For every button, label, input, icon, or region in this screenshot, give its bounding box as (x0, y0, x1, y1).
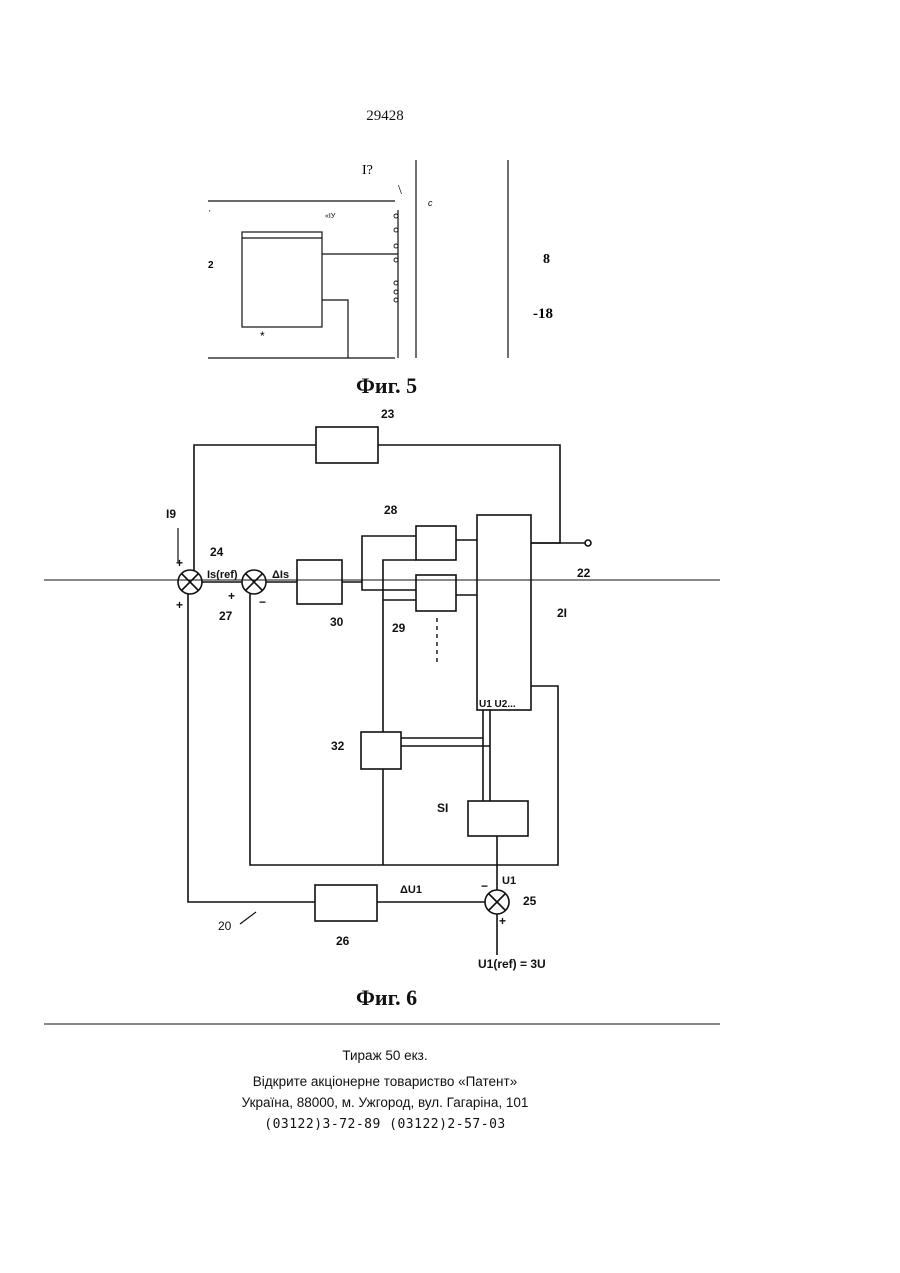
wire-32-to-28 (383, 560, 416, 732)
block-21 (477, 515, 531, 710)
label-31: SI (437, 801, 448, 815)
wire-to-29 (362, 582, 416, 590)
label-delta-u1: ΔU1 (400, 884, 422, 896)
fig5-label-top: I? (362, 163, 373, 178)
block-23 (316, 427, 378, 463)
wire-21-to-23 (378, 445, 560, 543)
label-30: 30 (330, 615, 344, 629)
label-20-pointer (240, 912, 256, 924)
wire-to-28 (362, 536, 416, 582)
fig5-label-dot: ' (209, 209, 211, 218)
label-delta-is: ΔIs (272, 569, 289, 581)
label-21: 2I (557, 606, 567, 620)
sum-junction-25 (485, 890, 509, 914)
fig5-caption: Фиг. 5 (356, 373, 417, 399)
sign-minus-27: − (259, 595, 266, 609)
label-22: 22 (577, 566, 591, 580)
wire-26-to-24 (188, 594, 315, 902)
block-32 (361, 732, 401, 769)
sign-plus-24-bottom: + (176, 598, 183, 612)
footer-circulation: Тираж 50 екз. (0, 1048, 770, 1063)
sign-plus-25: + (499, 914, 506, 928)
label-24: 24 (210, 545, 224, 559)
label-23: 23 (381, 407, 395, 421)
fig5-label-slash: \ (398, 183, 402, 198)
footer-address: Україна, 88000, м. Ужгород, вул. Гагарін… (0, 1095, 770, 1110)
fig6-diagram (44, 427, 720, 955)
label-25: 25 (523, 894, 537, 908)
footer-phones: (03122)3-72-89 (03122)2-57-03 (0, 1117, 770, 1132)
sum-junction-24 (178, 570, 202, 594)
block-30 (297, 560, 342, 604)
block-26 (315, 885, 377, 921)
block-28 (416, 526, 456, 560)
footer-publisher: Відкрите акціонерне товариство «Патент» (0, 1074, 770, 1089)
fig5-label-c: c (428, 198, 433, 208)
terminal-22 (585, 540, 591, 546)
fig5-diagram (208, 160, 508, 358)
label-u1u2: U1 U2... (479, 699, 516, 710)
label-is-ref: Is(ref) (207, 569, 238, 581)
fig5-box (242, 232, 322, 327)
fig5-label-8: 8 (543, 252, 550, 267)
label-29: 29 (392, 621, 406, 635)
fig5-wire-2 (322, 300, 348, 358)
sign-plus-27: + (228, 589, 235, 603)
label-32: 32 (331, 739, 345, 753)
label-28: 28 (384, 503, 398, 517)
fig5-label-2: 2 (208, 260, 214, 271)
label-u1: U1 (502, 875, 516, 887)
block-31 (468, 801, 528, 836)
sum-junction-27 (242, 570, 266, 594)
label-u1-ref: U1(ref) = 3U (478, 957, 546, 971)
fig6-caption: Фиг. 6 (356, 985, 417, 1011)
label-20: 20 (218, 919, 232, 933)
fig5-label-18: -18 (533, 306, 553, 322)
label-i9: I9 (166, 507, 176, 521)
label-27: 27 (219, 609, 233, 623)
sign-plus-24-top: + (176, 556, 183, 570)
fig5-label-iy: «IУ (325, 213, 336, 220)
fig5-label-asterisk: * (260, 329, 265, 343)
sign-minus-25: − (481, 879, 488, 893)
label-26: 26 (336, 934, 350, 948)
